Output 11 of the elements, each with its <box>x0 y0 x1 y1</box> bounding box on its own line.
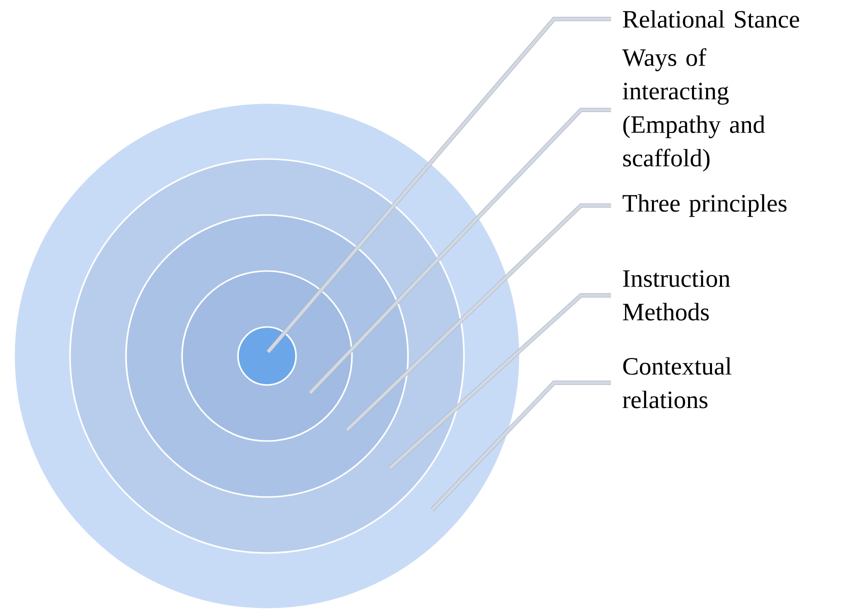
leader-line <box>308 108 611 394</box>
ring-circle <box>237 326 297 386</box>
leader-line <box>346 203 611 432</box>
ring-label: Instruction Methods <box>622 270 730 320</box>
leader-line <box>266 16 611 354</box>
ring-label: Three principles <box>622 194 787 217</box>
ring-label: Relational Stance <box>622 10 800 28</box>
leader-line <box>430 380 611 512</box>
ring-label: Ways of interacting (Empathy and scaffold) <box>622 48 765 172</box>
leader-line <box>388 293 611 470</box>
ring-label: Contextual relations <box>622 357 732 408</box>
